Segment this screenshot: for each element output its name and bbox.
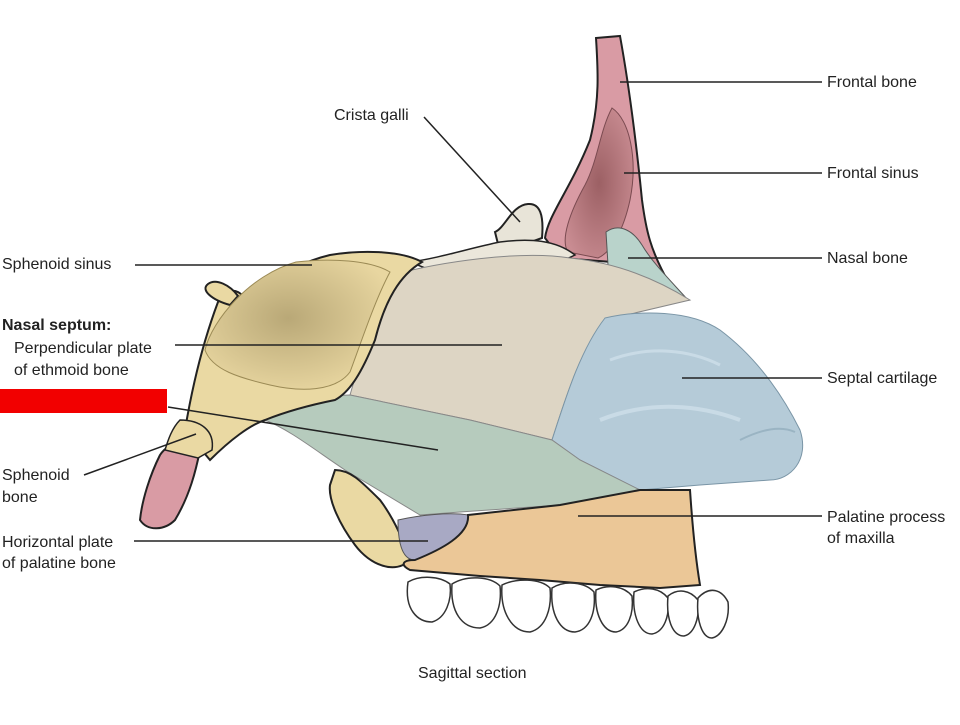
frontal-sinus xyxy=(564,107,634,259)
sphenoid-lower-stem xyxy=(164,419,214,459)
label-frontal-sinus: Frontal sinus xyxy=(827,165,919,182)
leader-lines xyxy=(83,81,822,542)
cartilage-streak-2 xyxy=(609,349,721,367)
tooth-4 xyxy=(551,582,596,633)
label-palatine-process-line2: of maxilla xyxy=(827,530,895,547)
leader-sphenoid-bone xyxy=(83,433,197,476)
clinoid-process xyxy=(204,280,240,307)
label-sphenoid-sinus: Sphenoid sinus xyxy=(2,256,112,273)
tooth-7 xyxy=(666,590,700,637)
label-nasal-bone: Nasal bone xyxy=(827,250,908,267)
label-frontal-bone: Frontal bone xyxy=(827,74,917,91)
label-horizontal-plate-line2: of palatine bone xyxy=(2,555,116,572)
caption: Sagittal section xyxy=(418,665,527,682)
tooth-8 xyxy=(696,589,730,639)
label-nasal-septum: Nasal septum: xyxy=(2,317,112,334)
tooth-3 xyxy=(501,579,552,633)
label-septal-cartilage: Septal cartilage xyxy=(827,370,938,387)
tooth-2 xyxy=(451,577,502,629)
label-palatine-process-line1: Palatine process xyxy=(827,509,946,526)
leader-crista-galli xyxy=(423,116,521,223)
tooth-6 xyxy=(632,587,670,635)
tooth-1 xyxy=(406,576,452,623)
tooth-5 xyxy=(595,585,634,633)
leader-vomer xyxy=(167,406,439,451)
cartilage-streak-1 xyxy=(599,404,741,422)
redaction-bar xyxy=(0,389,167,413)
label-horizontal-plate-line1: Horizontal plate xyxy=(2,534,114,551)
crista-galli xyxy=(493,202,544,248)
teeth xyxy=(406,576,730,639)
sphenoid-sinus xyxy=(204,259,391,390)
label-crista-galli: Crista galli xyxy=(334,107,409,124)
label-sphenoid-bone-line2: bone xyxy=(2,489,38,506)
cartilage-streak-3 xyxy=(739,427,796,441)
label-perpendicular-plate-line2: of ethmoid bone xyxy=(14,362,129,379)
label-sphenoid-bone-line1: Sphenoid xyxy=(2,467,70,484)
label-perpendicular-plate-line1: Perpendicular plate xyxy=(14,340,152,357)
